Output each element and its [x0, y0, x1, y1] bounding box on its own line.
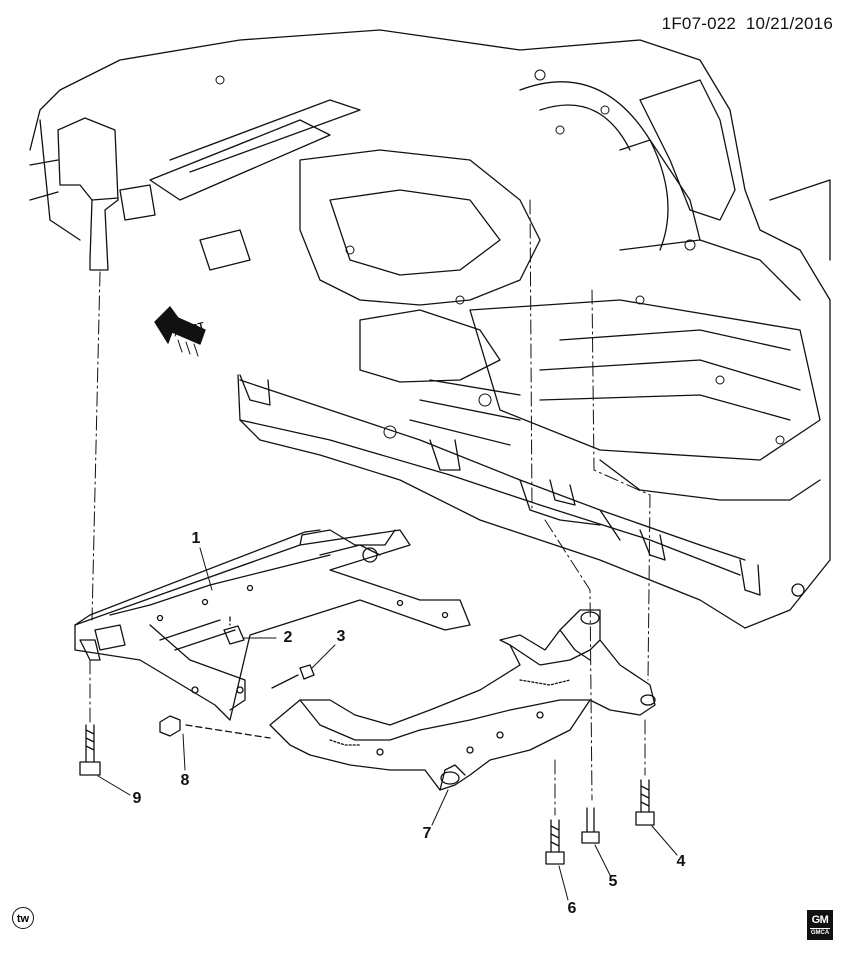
callout-5: 5: [608, 873, 618, 890]
callout-2: 2: [283, 629, 293, 646]
gm-logo-subtext: GMCA: [810, 928, 830, 936]
vertical-bolt-4: [635, 779, 655, 826]
callout-4: 4: [676, 853, 686, 870]
horizontal-bolt: [271, 664, 315, 689]
callout-leaders: [97, 547, 678, 901]
gm-logo: GM GMCA: [807, 910, 833, 940]
nut-clip: [223, 616, 245, 645]
callout-6: 6: [567, 900, 577, 917]
callout-3: 3: [336, 628, 346, 645]
vertical-bolt-6: [545, 819, 565, 865]
hex-nut: [159, 715, 271, 739]
tw-badge: tw: [12, 907, 34, 929]
front-frame-assembly: [74, 529, 471, 721]
callout-8: 8: [180, 772, 190, 789]
diagram-date: 10/21/2016: [745, 14, 833, 33]
vehicle-underbody: [29, 29, 831, 629]
callout-9: 9: [132, 790, 142, 807]
diagram-header: 1F07-022 10/21/2016: [662, 14, 833, 34]
callout-1: 1: [191, 530, 201, 547]
diagram-code: 1F07-022: [661, 14, 737, 33]
alignment-lines: [89, 199, 651, 816]
front-direction-arrow: [154, 306, 206, 357]
callout-7: 7: [422, 825, 432, 842]
body-hole-details: [215, 69, 785, 445]
vertical-bolt-5: [581, 807, 600, 844]
gm-logo-text: GM: [811, 914, 829, 926]
engine-cradle: [269, 609, 656, 791]
vertical-bolt-left: [79, 724, 101, 776]
